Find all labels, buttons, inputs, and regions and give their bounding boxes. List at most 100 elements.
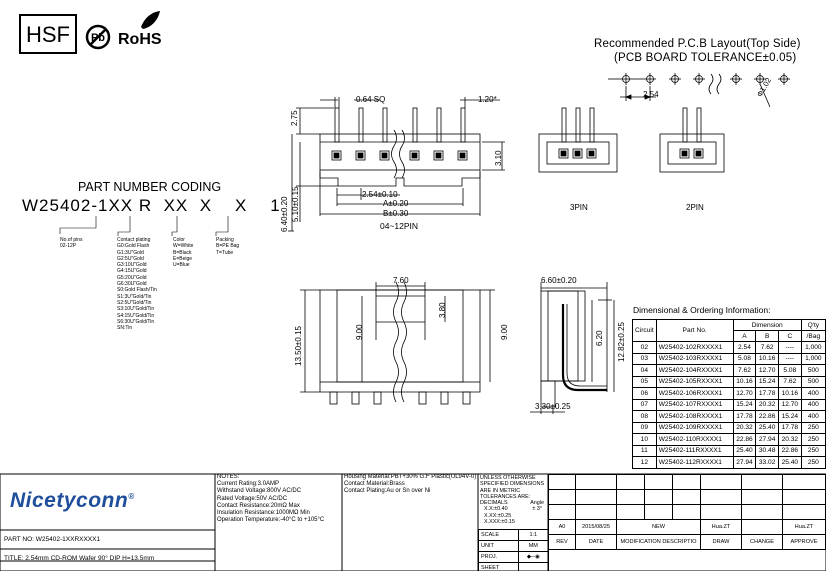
tolerance-line: ARE IN METRIC <box>480 487 521 494</box>
color-option: B=Black <box>173 249 192 256</box>
cell-circuit: 06 <box>632 387 657 400</box>
dim-510: 5.10±0.15 <box>291 186 300 222</box>
rev-header-rev: REV <box>548 534 576 550</box>
scale-value: 1:1 <box>517 529 550 541</box>
cell-qty: 250 <box>800 421 826 434</box>
label-3pin: 3PIN <box>570 203 588 212</box>
part-code-string: W25402-1XX R XX X X 1 <box>22 196 281 216</box>
rev-header-draw: DRAW <box>700 534 742 550</box>
pins-info: No.of pins 02-12P <box>60 237 83 250</box>
dim-1350: 13.50±0.15 <box>294 326 303 366</box>
plating-option: S6:30U"Gold/Tin <box>117 318 155 325</box>
cell-circuit: 08 <box>632 410 657 423</box>
dim-254: 2.54±0.10 <box>362 190 398 199</box>
note-line: Current Rating:3.0AMP <box>217 481 280 488</box>
plating-option: G6:30U"Gold <box>117 281 147 288</box>
dim-b: B±0.30 <box>383 209 409 218</box>
cell-qty: 500 <box>800 375 826 388</box>
rev-date: 2015/08/25 <box>575 519 617 535</box>
pins-range-front: 04~12PIN <box>380 221 419 231</box>
code-base: W25402-1 <box>22 196 109 215</box>
plating-option: G2:5U"Gold <box>117 255 144 262</box>
note-line: Rated Voltage:50V AC/DC <box>217 495 288 502</box>
cell-c: 17.78 <box>777 421 802 434</box>
ordering-title: Dimensional & Ordering Information: <box>633 305 771 315</box>
rev-header-change: CHANGE <box>741 534 783 550</box>
pcb-pitch-dim: 2.54 <box>643 90 659 99</box>
side-view-right <box>530 282 615 414</box>
rev-header-date: DATE <box>575 534 617 550</box>
cell-c: 25.40 <box>777 456 802 469</box>
cell-a: 15.24 <box>732 398 757 411</box>
cell-b: 10.16 <box>755 352 779 365</box>
cell-circuit: 07 <box>632 398 657 411</box>
material-line: Housing Material:PBT+30% G.F Plastic(UL9… <box>344 474 477 480</box>
cell-circuit: 05 <box>632 375 657 388</box>
proj-label: PROJ. <box>478 551 519 563</box>
plating-option: G0:Gold Flash <box>117 243 150 250</box>
cell-c: 10.16 <box>777 387 802 400</box>
revision-header-row: REV DATE MODIFICATION DESCRIPTIO DRAW CH… <box>548 534 826 550</box>
company-logo: Nicetyconn® <box>10 489 135 513</box>
hsf-label: HSF <box>26 22 70 47</box>
dim-064: 0.64 SQ <box>356 95 386 104</box>
cell-qty: 400 <box>800 398 826 411</box>
rev-draw: Hua.ZT <box>700 519 742 535</box>
col-a: A <box>732 330 757 342</box>
drawing-title: TITLE: 2.54mm CD-ROM Wafer 90° DIP H=13.… <box>4 555 155 562</box>
dim-120: 1.20* <box>478 95 497 104</box>
col-part-no: Part No. <box>655 319 734 342</box>
col-circuit: Circuit <box>632 319 657 342</box>
cell-qty: 250 <box>800 444 826 457</box>
hsf-badge <box>19 14 77 54</box>
tol-xxx: X.XXX:±0.15 <box>484 519 515 526</box>
tolerance-line: UNLESS OTHERWISE <box>480 475 536 481</box>
cell-c: ---- <box>777 352 802 365</box>
cell-a: 2.54 <box>732 341 757 354</box>
cell-b: 12.70 <box>755 364 779 377</box>
cell-qty: 400 <box>800 410 826 423</box>
sheet-label: SHEET <box>478 562 519 571</box>
cell-a: 10.16 <box>732 375 757 388</box>
rohs-leaf-icon <box>141 11 160 29</box>
material-line: Contact Plating:Au or Sn over Ni <box>344 488 431 495</box>
cell-b: 33.02 <box>755 456 779 469</box>
rev-value: A0 <box>548 519 576 535</box>
dim-330: 3.30±0.25 <box>535 402 571 411</box>
cell-c: 12.70 <box>777 398 802 411</box>
cell-b: 15.24 <box>755 375 779 388</box>
cell-part-no: W25402-106RXXXX1 <box>655 387 734 400</box>
front-pins <box>331 107 468 161</box>
cell-a: 5.08 <box>732 352 757 365</box>
dim-900-left: 9.00 <box>355 324 364 340</box>
tolerance-line: SPECIFIED DIMENSIONS <box>480 481 545 488</box>
side-view-left <box>300 281 495 405</box>
code-color: X <box>199 196 213 215</box>
cell-c: 5.08 <box>777 364 802 377</box>
ordering-table: Circuit Part No. Dimension Q'ty A B C /B… <box>632 319 826 469</box>
dim-1282: 12.82±0.25 <box>617 322 626 362</box>
rohs-label: RoHS <box>118 31 162 48</box>
packing-option: B=PE Bag <box>216 243 240 250</box>
unit-label: UNIT <box>478 540 519 552</box>
pcb-holes <box>620 73 790 85</box>
cell-qty: 1,000 <box>800 352 826 365</box>
plating-option: SN:Tin <box>117 325 133 332</box>
pins-label: No.of pins <box>60 237 83 243</box>
cell-circuit: 02 <box>632 341 657 354</box>
note-line: Withstand Voltage:800V AC/DC <box>217 488 302 495</box>
